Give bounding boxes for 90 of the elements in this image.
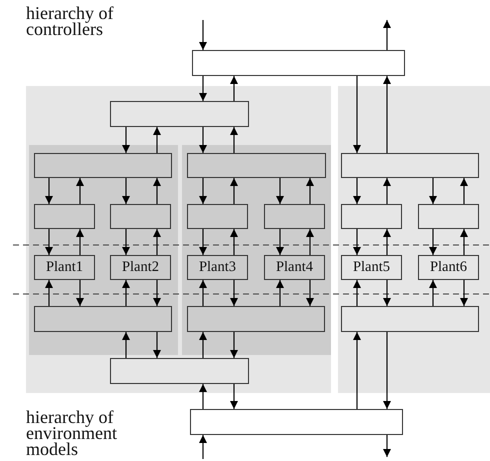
arrow [122,127,130,153]
plant-label: Plant2 [122,259,160,276]
block-box [187,306,325,332]
arrow [276,280,284,306]
block-box [341,306,479,332]
arrow [306,229,314,255]
plant-label: Plant6 [430,259,468,276]
arrow [353,280,361,306]
arrow [45,280,53,306]
plant-label: Plant4 [276,259,314,276]
arrow [199,229,207,255]
block-box [34,204,95,229]
arrow [306,280,314,306]
arrow [199,178,207,204]
arrow [429,280,437,306]
plant-box [34,255,95,280]
block-box [187,153,326,178]
arrow [199,76,207,101]
heading-label: hierarchy of environment models [26,409,118,457]
arrow [153,332,161,358]
arrow [199,280,207,306]
arrow [199,20,207,50]
arrow [383,20,391,50]
block-box [110,358,249,384]
block-box [341,204,402,229]
arrow [353,76,361,153]
arrow [306,178,314,204]
arrow [76,178,84,204]
arrow [353,229,361,255]
arrow [199,384,207,409]
arrow [383,229,391,255]
block-box [110,101,249,127]
arrow [429,229,437,255]
arrow [353,178,361,204]
arrow [383,280,391,306]
arrow [199,332,207,358]
arrow [383,178,391,204]
group-panel [26,86,331,393]
block-box [341,153,479,178]
arrow [230,178,238,204]
arrow [122,178,130,204]
block-box [34,306,172,332]
group-panel [338,86,490,393]
arrow [122,280,130,306]
plant-label: Plant5 [352,259,390,276]
plant-label: Plant3 [198,259,236,276]
arrow [153,178,161,204]
block-box [192,50,405,76]
arrow [383,332,391,409]
arrow [230,332,238,358]
arrow [45,178,53,204]
block-box [34,153,172,178]
arrow [230,229,238,255]
arrow [230,384,238,409]
plant-box [264,255,325,280]
arrow [429,178,437,204]
heading-label: hierarchy of controllers [26,5,114,37]
arrow [383,435,391,457]
arrow [122,229,130,255]
arrow [230,280,238,306]
arrow [76,229,84,255]
block-box [190,409,403,435]
arrow [460,229,468,255]
block-box [187,204,248,229]
plant-box [418,255,479,280]
plant-label: Plant1 [46,259,84,276]
arrow [45,229,53,255]
arrow [460,178,468,204]
arrow [153,280,161,306]
block-box [264,204,325,229]
arrow [76,280,84,306]
plant-box [110,255,171,280]
arrow [230,127,238,153]
arrow [153,229,161,255]
arrow [122,332,130,358]
group-panel [182,145,331,355]
block-box [418,204,479,229]
arrow [460,280,468,306]
arrow [276,178,284,204]
arrow [353,332,361,409]
arrow [230,76,238,101]
arrow [153,127,161,153]
arrow [199,435,207,459]
plant-box [187,255,248,280]
arrow [383,76,391,153]
arrow [276,229,284,255]
block-box [110,204,171,229]
arrow [199,127,207,153]
plant-box [341,255,402,280]
group-panel [29,145,178,355]
